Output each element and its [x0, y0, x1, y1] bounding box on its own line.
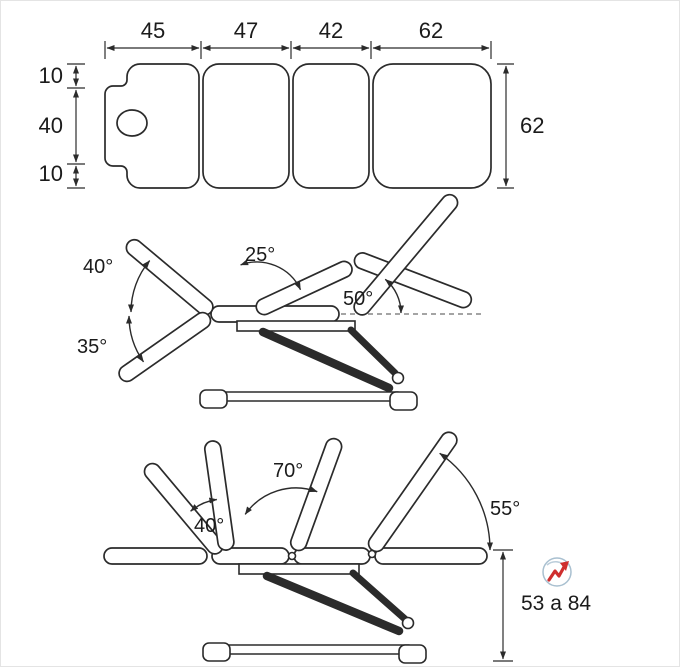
width-label-back: 47 [234, 18, 258, 43]
backrest-low-slab [255, 260, 353, 316]
face-hole [116, 109, 148, 137]
head-dim-bottom: 10 [39, 161, 63, 186]
seat-section-plan [292, 63, 370, 189]
underframe-plate-2 [238, 563, 360, 575]
width-label-leg: 62 [419, 18, 443, 43]
pivot-joint [391, 371, 405, 385]
depth-dimension [497, 63, 514, 189]
hinge-dot-1 [287, 551, 297, 561]
width-label-seat: 42 [319, 18, 343, 43]
arc-50 [384, 278, 404, 314]
backrest-70-slab [289, 437, 343, 552]
head-section-plan [104, 63, 200, 189]
headrest-down-slab [118, 311, 212, 383]
wheel-right [389, 391, 418, 411]
wheel-right-2 [398, 644, 427, 664]
headrest-up-slab [125, 238, 214, 316]
backrest-raised-slab [353, 193, 459, 316]
base-bar-2 [216, 644, 414, 655]
angle-label-40: 40° [83, 256, 113, 278]
angle-label-35: 35° [77, 336, 107, 358]
brand-arrow-logo-icon [542, 557, 572, 587]
wheel-left [199, 389, 228, 409]
angle-label-55: 55° [490, 498, 520, 520]
height-range-label: 53 a 84 [521, 592, 591, 615]
arc-40b [190, 497, 218, 512]
underframe-plate [236, 320, 356, 332]
top-dimension-ticks [104, 41, 492, 59]
lift-arm-2 [262, 571, 404, 636]
flat-leg-cushion [374, 547, 488, 565]
head-raised-slab [143, 462, 224, 555]
actuator-arm-2 [349, 569, 409, 623]
arc-35 [126, 315, 145, 363]
arc-70 [244, 486, 318, 515]
base-mechanism-2 [202, 563, 427, 664]
hinge-dot-2 [367, 549, 377, 559]
flat-seat-cushion [293, 547, 371, 565]
recline-side-view: 40° 35° 25° 50° [77, 193, 483, 411]
top-view: 45 47 42 62 10 40 10 62 [39, 18, 544, 189]
height-dimension [493, 549, 513, 662]
legrest-55-slab [367, 431, 458, 553]
back-section-plan [202, 63, 290, 189]
arc-25 [240, 259, 302, 291]
width-label-head: 45 [141, 18, 165, 43]
lift-arm [258, 327, 394, 393]
arc-40 [128, 260, 151, 313]
arc-55 [439, 452, 493, 551]
angle-label-50: 50° [343, 288, 373, 310]
flat-head-cushion [103, 547, 208, 565]
head-dim-top: 10 [39, 63, 63, 88]
base-mechanism-1 [199, 320, 418, 411]
pivot-joint-2 [401, 616, 415, 630]
head-steep-slab [203, 440, 235, 551]
legrest-lowered-slab [353, 252, 473, 309]
angle-label-25: 25° [245, 244, 275, 266]
actuator-arm [347, 326, 399, 377]
leg-section-plan [372, 63, 492, 189]
left-dimension-ticks [67, 63, 85, 189]
angle-label-70: 70° [273, 460, 303, 482]
angle-label-40b: 40° [194, 515, 224, 537]
wheel-left-2 [202, 642, 231, 662]
head-dim-middle: 40 [39, 113, 63, 138]
depth-label: 62 [520, 113, 544, 138]
articulation-side-view: 40° 70° 55° 53 a 84 [103, 431, 591, 664]
base-bar [213, 391, 403, 402]
